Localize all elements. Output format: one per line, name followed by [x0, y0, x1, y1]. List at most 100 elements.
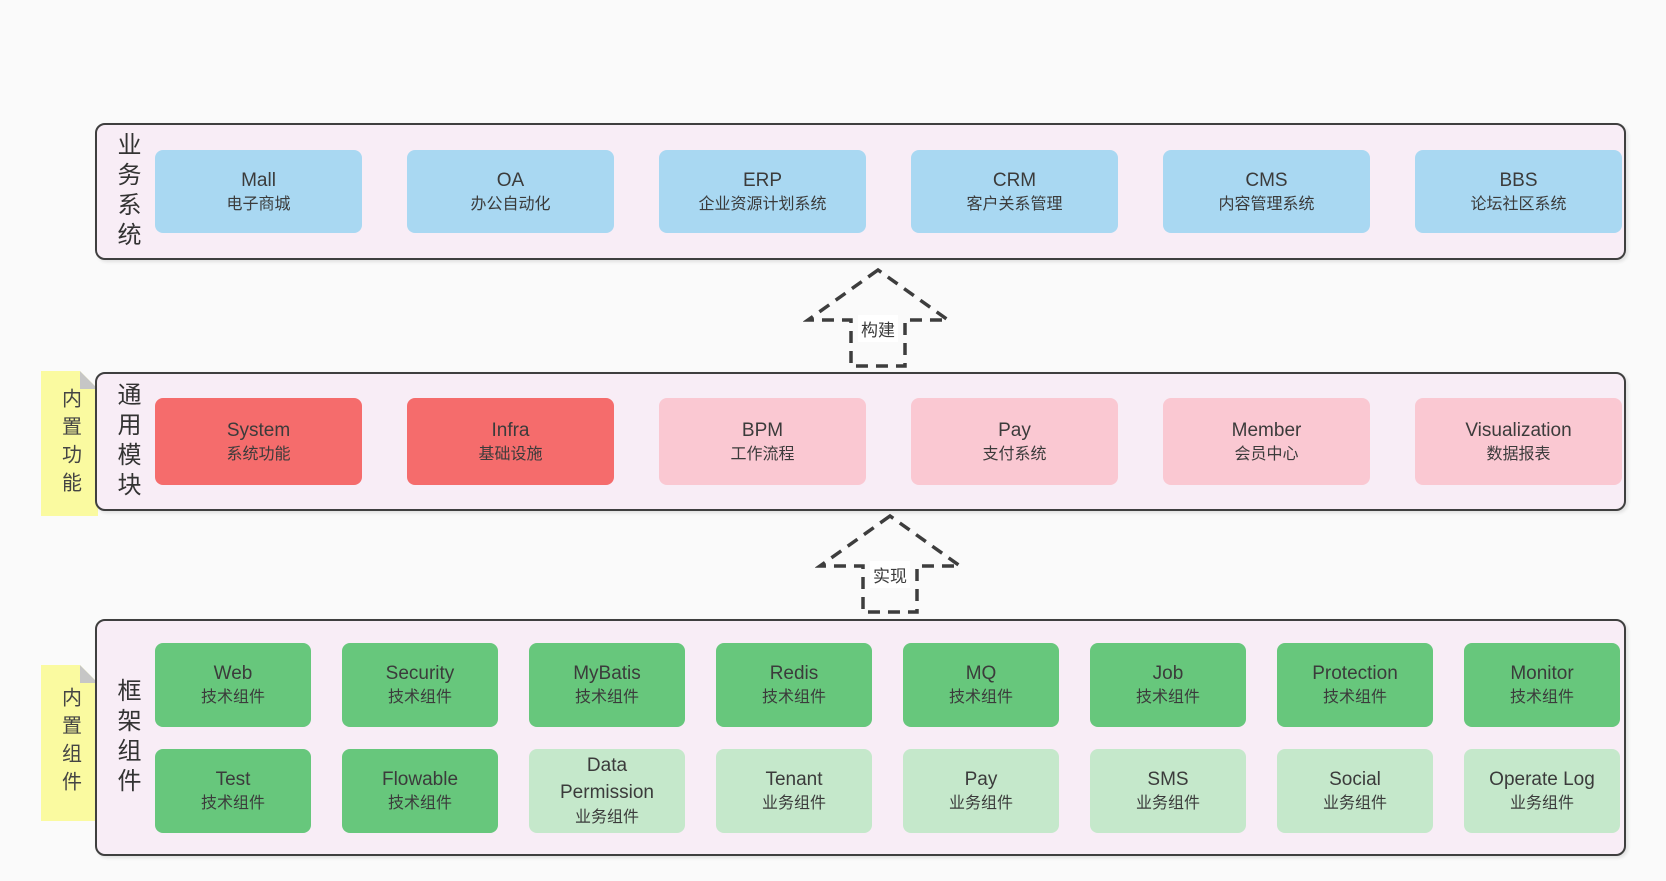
- component-box-test: Test 技术组件: [155, 748, 311, 833]
- business-boxes: Mall 电子商城 OA 办公自动化 ERP 企业资源计划系统 CRM 客户关系…: [155, 150, 1624, 233]
- module-box-mall: Mall 电子商城: [155, 150, 362, 233]
- module-subtitle: 系统功能: [226, 446, 291, 464]
- module-title: BPM: [741, 419, 784, 441]
- component-subtitle: 技术组件: [200, 689, 265, 707]
- band-business-systems: 业务系统 Mall 电子商城 OA 办公自动化 ERP 企业资源计划系统 CRM…: [95, 123, 1626, 260]
- component-title: Protection: [1312, 662, 1398, 684]
- sticky-note-label: 内置组件: [58, 687, 81, 799]
- band-business-systems-label: 业务系统: [113, 131, 140, 252]
- module-title: CRM: [992, 169, 1037, 191]
- module-title: Pay: [998, 419, 1031, 441]
- component-box-protection: Protection 技术组件: [1277, 642, 1433, 727]
- module-title: Mall: [241, 169, 276, 191]
- module-box-bpm: BPM 工作流程: [659, 398, 866, 485]
- band-common-modules: 通用模块 System 系统功能 Infra 基础设施 BPM 工作流程 Pay…: [95, 372, 1626, 511]
- component-box-flowable: Flowable 技术组件: [342, 748, 498, 833]
- component-subtitle: 业务组件: [761, 795, 826, 813]
- module-box-cms: CMS 内容管理系统: [1163, 150, 1370, 233]
- component-box-sms: SMS 业务组件: [1090, 748, 1246, 833]
- module-title: Visualization: [1465, 419, 1572, 441]
- component-rows: Web 技术组件 Security 技术组件 MyBatis 技术组件 Redi…: [155, 642, 1624, 833]
- component-title: Pay: [964, 768, 998, 790]
- module-box-infra: Infra 基础设施: [407, 398, 614, 485]
- band-label-gutter: 业务系统: [97, 125, 155, 258]
- module-box-visualization: Visualization 数据报表: [1415, 398, 1622, 485]
- implement-arrow-label: 实现: [870, 561, 910, 588]
- component-box-tenant: Tenant 业务组件: [716, 748, 872, 833]
- band-framework-components: 框架组件 Web 技术组件 Security 技术组件 MyBatis 技术组件…: [95, 619, 1626, 856]
- module-title: CMS: [1245, 169, 1288, 191]
- component-subtitle: 技术组件: [1509, 689, 1574, 707]
- module-subtitle: 基础设施: [478, 446, 543, 464]
- component-title: Test: [215, 768, 251, 790]
- band-framework-components-label: 框架组件: [113, 677, 140, 798]
- module-title: ERP: [742, 169, 783, 191]
- sticky-note-builtin-components: 内置组件: [41, 665, 98, 821]
- component-title: MQ: [965, 662, 997, 684]
- component-subtitle: 技术组件: [574, 689, 639, 707]
- component-title: Redis: [769, 662, 819, 684]
- module-subtitle: 内容管理系统: [1218, 196, 1315, 214]
- component-subtitle: 技术组件: [761, 689, 826, 707]
- component-subtitle: 业务组件: [574, 808, 639, 826]
- component-subtitle: 技术组件: [1322, 689, 1387, 707]
- component-title: Social: [1329, 768, 1381, 790]
- component-box-job: Job 技术组件: [1090, 642, 1246, 727]
- component-box-mq: MQ 技术组件: [903, 642, 1059, 727]
- component-subtitle: 技术组件: [200, 795, 265, 813]
- module-box-member: Member 会员中心: [1163, 398, 1370, 485]
- component-subtitle: 业务组件: [1509, 795, 1574, 813]
- module-title: Infra: [491, 419, 530, 441]
- component-box-redis: Redis 技术组件: [716, 642, 872, 727]
- component-title: MyBatis: [573, 662, 641, 684]
- component-title: Data Permission: [560, 754, 654, 804]
- module-box-pay: Pay 支付系统: [911, 398, 1118, 485]
- component-box-mybatis: MyBatis 技术组件: [529, 642, 685, 727]
- component-box-pay: Pay 业务组件: [903, 748, 1059, 833]
- component-title: Operate Log: [1489, 768, 1595, 790]
- band-label-gutter: 通用模块: [97, 374, 155, 509]
- implement-arrow: 实现: [815, 511, 965, 617]
- build-arrow: 构建: [803, 265, 953, 371]
- component-box-data-permission: Data Permission 业务组件: [529, 748, 685, 833]
- module-subtitle: 客户关系管理: [966, 196, 1063, 214]
- component-title: Security: [385, 662, 455, 684]
- module-subtitle: 工作流程: [730, 446, 795, 464]
- component-box-monitor: Monitor 技术组件: [1464, 642, 1620, 727]
- component-subtitle: 业务组件: [1322, 795, 1387, 813]
- build-arrow-label: 构建: [858, 315, 898, 342]
- up-arrow-icon: [803, 267, 953, 368]
- module-box-crm: CRM 客户关系管理: [911, 150, 1118, 233]
- component-subtitle: 技术组件: [948, 689, 1013, 707]
- module-box-erp: ERP 企业资源计划系统: [659, 150, 866, 233]
- module-boxes: System 系统功能 Infra 基础设施 BPM 工作流程 Pay 支付系统…: [155, 398, 1624, 485]
- module-subtitle: 论坛社区系统: [1470, 196, 1567, 214]
- module-subtitle: 数据报表: [1486, 446, 1551, 464]
- component-title: SMS: [1147, 768, 1189, 790]
- component-subtitle: 业务组件: [948, 795, 1013, 813]
- component-subtitle: 技术组件: [1135, 689, 1200, 707]
- band-common-modules-label: 通用模块: [113, 381, 140, 502]
- component-title: Monitor: [1510, 662, 1574, 684]
- module-subtitle: 支付系统: [982, 446, 1047, 464]
- module-subtitle: 会员中心: [1234, 446, 1299, 464]
- module-subtitle: 电子商城: [226, 196, 291, 214]
- module-title: BBS: [1499, 169, 1538, 191]
- module-subtitle: 办公自动化: [470, 196, 551, 214]
- band-label-gutter: 框架组件: [97, 621, 155, 854]
- module-box-system: System 系统功能: [155, 398, 362, 485]
- component-title: Job: [1152, 662, 1184, 684]
- component-box-operate-log: Operate Log 业务组件: [1464, 748, 1620, 833]
- module-box-oa: OA 办公自动化: [407, 150, 614, 233]
- component-box-security: Security 技术组件: [342, 642, 498, 727]
- module-box-bbs: BBS 论坛社区系统: [1415, 150, 1622, 233]
- component-subtitle: 技术组件: [387, 689, 452, 707]
- module-title: System: [226, 419, 291, 441]
- sticky-note-label: 内置功能: [58, 387, 81, 500]
- module-title: OA: [496, 169, 525, 191]
- up-arrow-icon: [815, 513, 965, 614]
- component-subtitle: 业务组件: [1135, 795, 1200, 813]
- component-title: Web: [213, 662, 253, 684]
- component-title: Flowable: [381, 768, 459, 790]
